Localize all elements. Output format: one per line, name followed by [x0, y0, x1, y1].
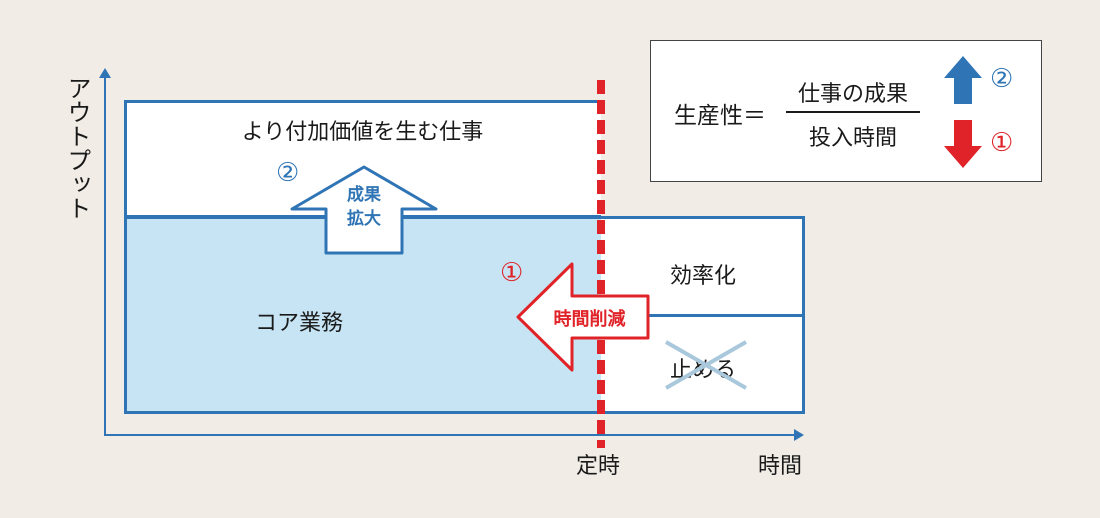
- down-arrow-icon: [944, 120, 982, 168]
- time-reduction-label: 時間削減: [553, 309, 626, 330]
- y-axis-label: アウトプット: [63, 76, 91, 220]
- up-arrow-icon: [290, 165, 438, 255]
- legend-step-two-number: ②: [990, 64, 1014, 94]
- core-work-label: コア業務: [254, 311, 343, 336]
- formula-denominator: 投入時間: [808, 126, 897, 151]
- expand-results-label: 成果 拡大: [347, 185, 381, 229]
- x-axis-arrowhead-icon: [794, 429, 804, 441]
- step-two-number: ②: [276, 158, 300, 188]
- fraction-bar: [786, 111, 920, 113]
- up-arrow-icon: [944, 56, 982, 104]
- formula-numerator: 仕事の成果: [797, 82, 908, 107]
- x-axis: [104, 434, 796, 436]
- x-marker-label: 定時: [576, 454, 621, 479]
- x-axis-label: 時間: [758, 454, 803, 479]
- overtime-box-divider: [601, 314, 805, 317]
- step-one-number: ①: [500, 258, 524, 288]
- y-axis: [104, 74, 106, 436]
- cross-icon: [665, 340, 747, 390]
- left-arrow-icon: [516, 262, 650, 372]
- y-axis-arrowhead-icon: [99, 68, 111, 78]
- regular-hours-line: [597, 80, 605, 448]
- legend-step-one-number: ①: [990, 128, 1014, 158]
- efficiency-label: 効率化: [669, 264, 736, 289]
- value-added-work-label: より付加価値を生む仕事: [241, 120, 484, 145]
- productivity-label: 生産性＝: [674, 103, 766, 129]
